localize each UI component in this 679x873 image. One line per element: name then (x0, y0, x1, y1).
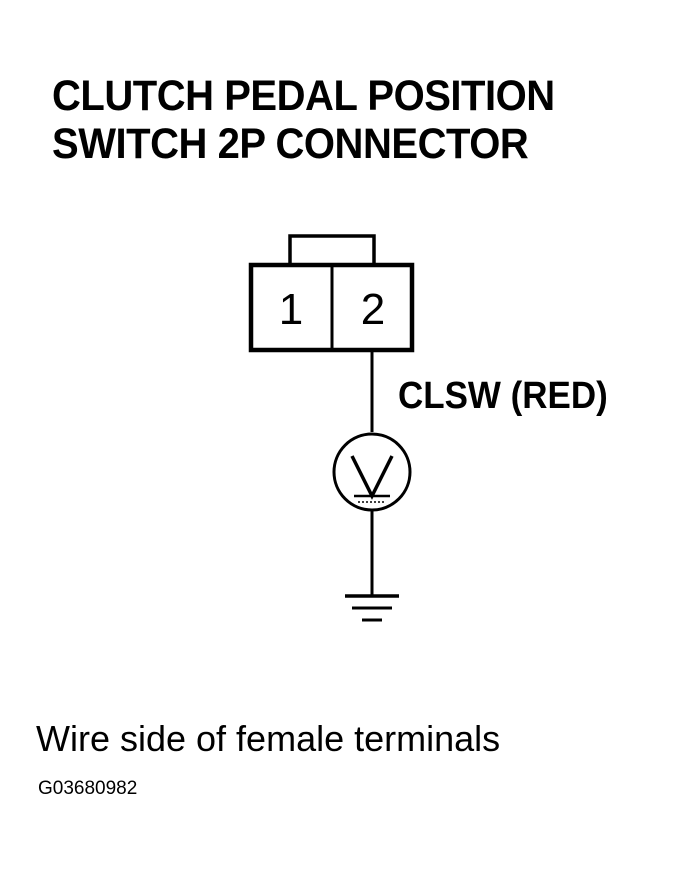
diagram-title: CLUTCH PEDAL POSITION SWITCH 2P CONNECTO… (52, 72, 555, 168)
figure-id: G03680982 (38, 778, 138, 799)
connector-lock-tab (288, 234, 376, 266)
title-line-1: CLUTCH PEDAL POSITION (52, 72, 555, 120)
diagram-caption: Wire side of female terminals (36, 718, 501, 759)
wire-label: CLSW (RED) (398, 375, 608, 417)
voltmeter-icon (332, 432, 412, 512)
pin-2-label: 2 (361, 285, 385, 334)
pin-1-label: 1 (279, 285, 303, 334)
ground-icon (345, 594, 399, 622)
title-line-2: SWITCH 2P CONNECTOR (52, 120, 529, 168)
